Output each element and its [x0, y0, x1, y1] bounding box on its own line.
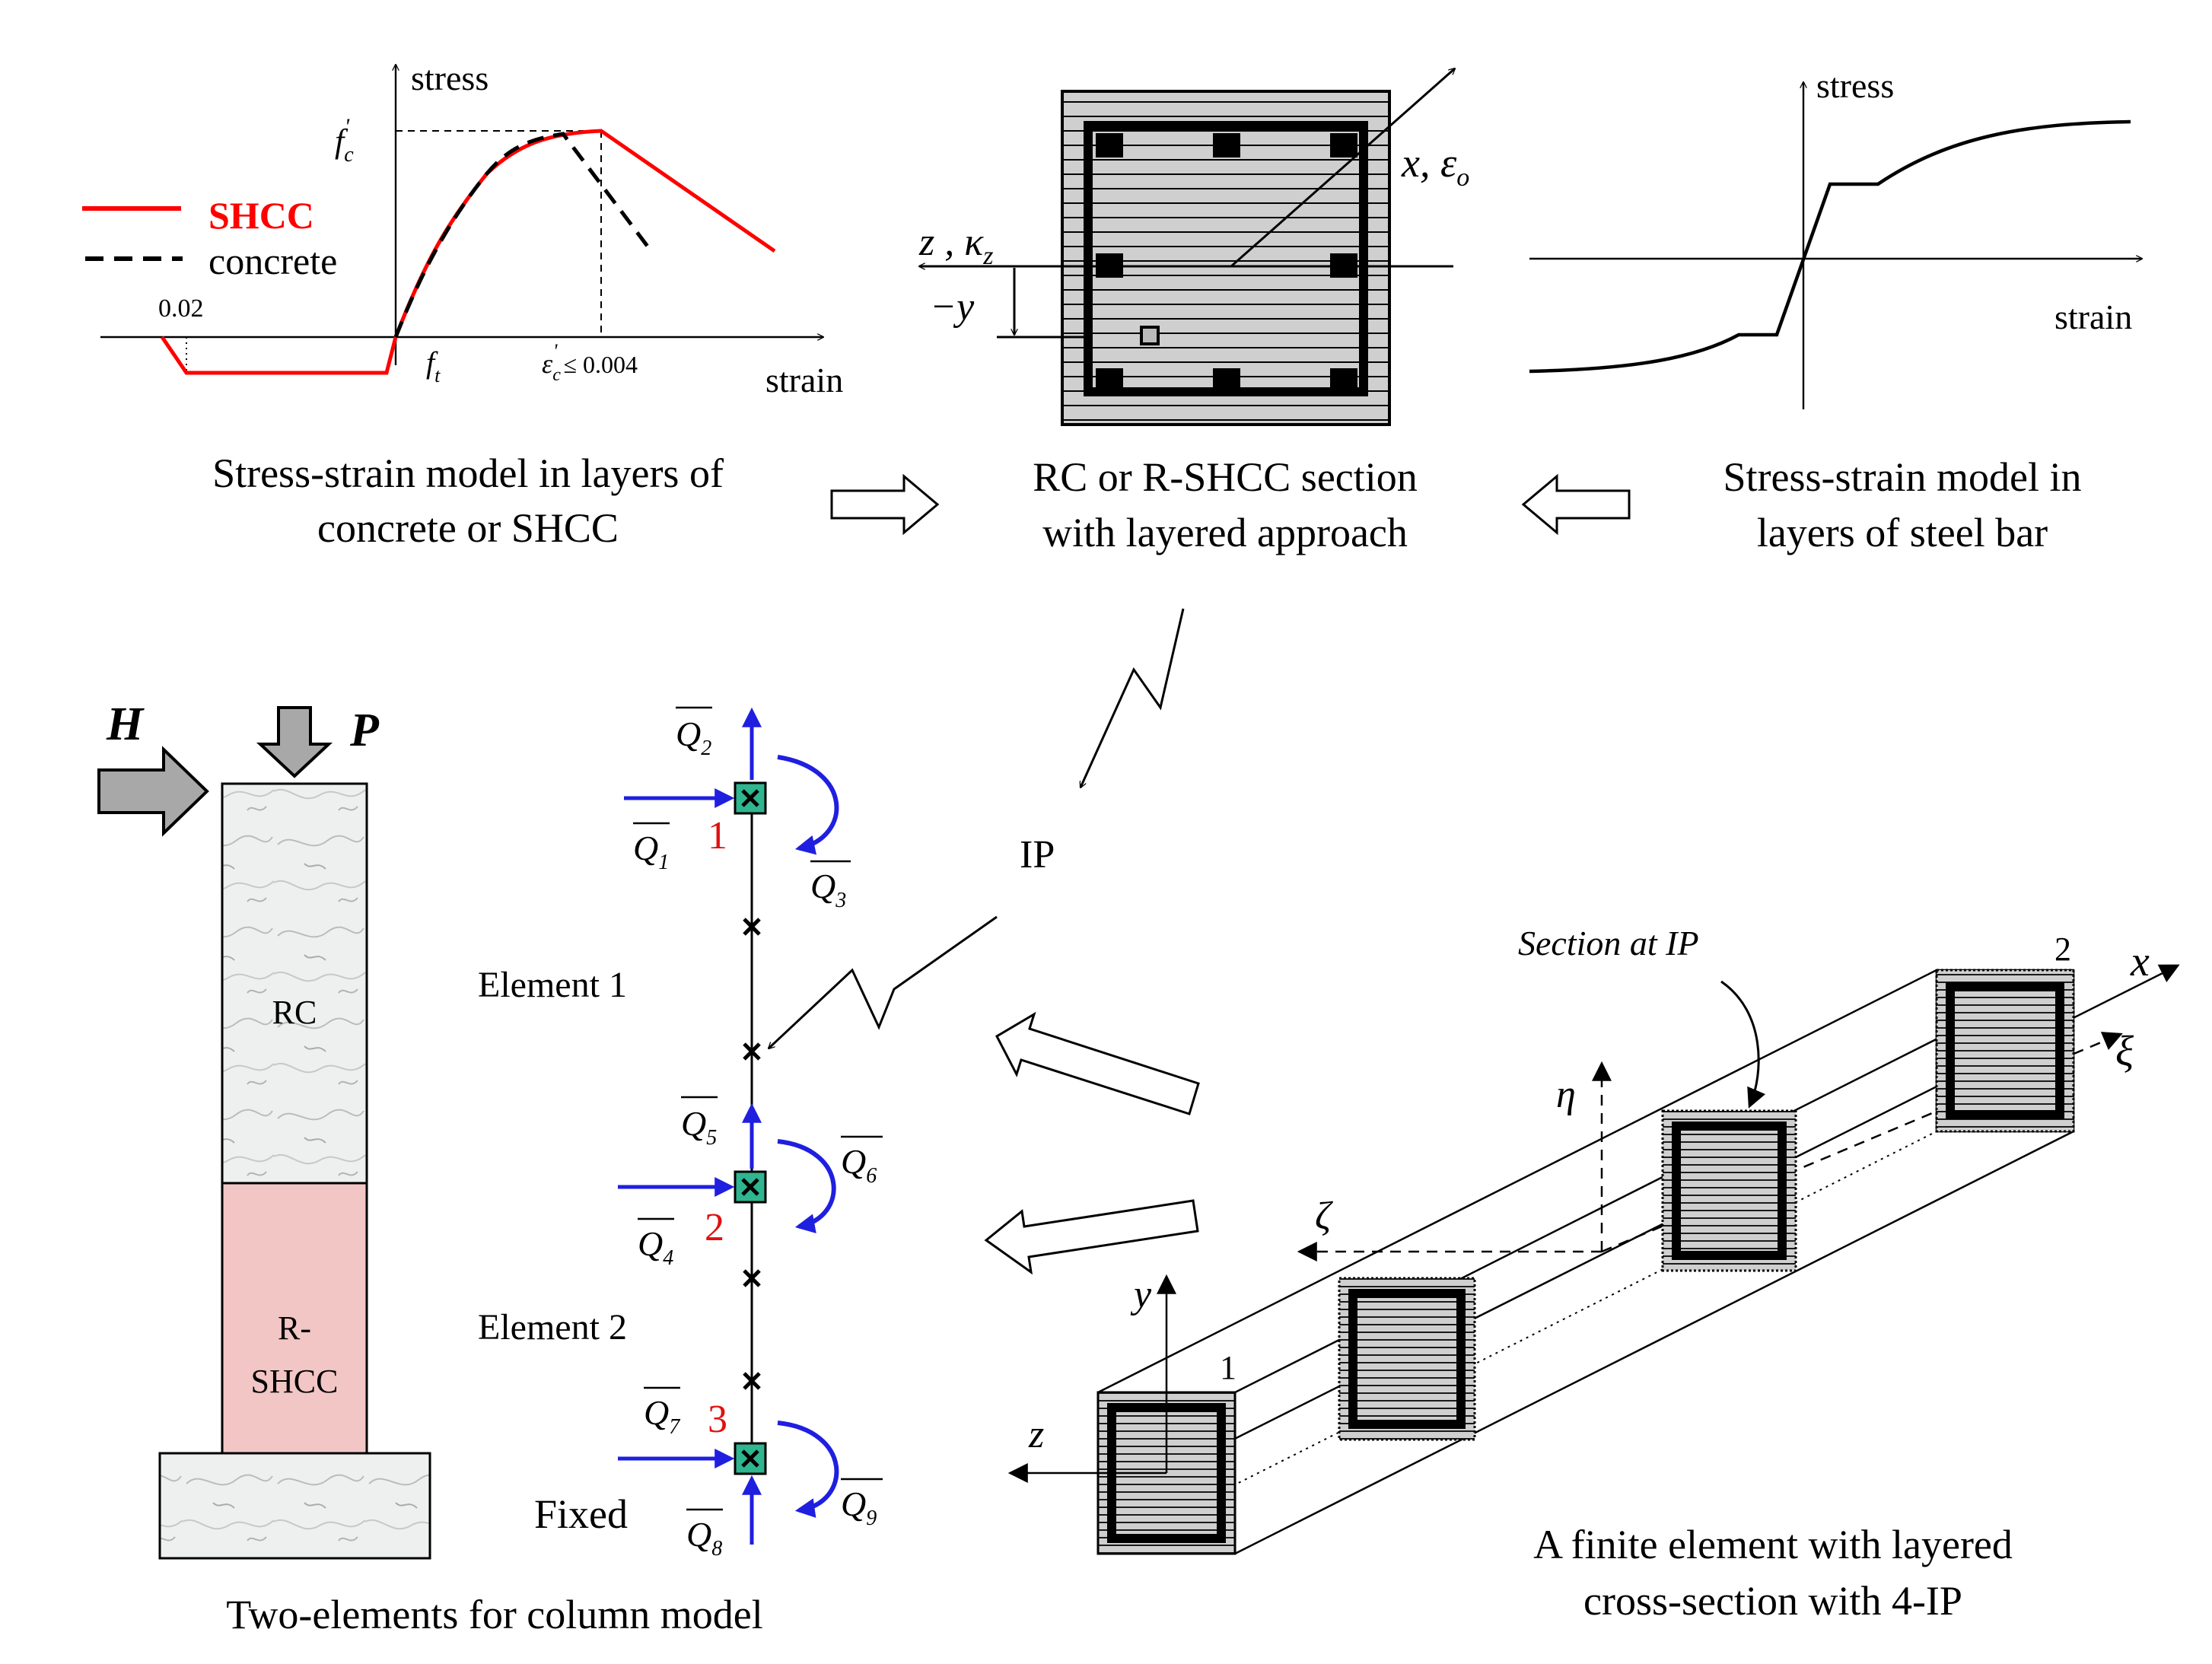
ip-to-element-squiggle	[769, 915, 998, 1048]
rc-label: RC	[272, 994, 317, 1031]
end-1-label: 1	[1220, 1349, 1236, 1386]
eta-label: η	[1556, 1073, 1576, 1116]
element-1-label: Element 1	[478, 965, 627, 1005]
caption-column: Two-elements for column model	[226, 1592, 763, 1637]
section-x-axis	[1230, 68, 1455, 268]
minus-y-label: −y	[930, 285, 975, 329]
steel-strain-label: strain	[2054, 297, 2132, 336]
section-at-ip-label: Section at IP	[1518, 924, 1699, 962]
steel-curve	[1529, 119, 2131, 374]
section-at-ip-pointer	[1720, 980, 1766, 1109]
tension-strain-label: 0.02	[158, 294, 204, 323]
q3-arrow	[777, 755, 839, 855]
q7-label: Q7	[644, 1393, 680, 1439]
rshcc-label-line2: SHCC	[251, 1363, 339, 1400]
finite-element-prism: Section at IP 1 2 x ξ η ζ y z A finite e…	[1007, 924, 2180, 1624]
q6-label: Q6	[841, 1142, 877, 1188]
ip-section-2	[1338, 1277, 1476, 1441]
legend-shcc-label: SHCC	[208, 194, 314, 237]
strain-label: strain	[765, 361, 843, 399]
stress-label: stress	[411, 59, 489, 97]
q5-label: Q5	[681, 1104, 717, 1150]
caption-fe-line2: cross-section with 4-IP	[1583, 1578, 1962, 1624]
steel-stress-strain-graph: stress strain Stress-strain model in lay…	[1529, 66, 2142, 555]
concrete-curve	[393, 132, 650, 338]
h-label: H	[106, 698, 145, 750]
caption-concrete-line2: concrete or SHCC	[317, 505, 619, 551]
x-label: x	[2130, 938, 2150, 985]
column-footing	[158, 1452, 431, 1560]
column-model: H P RC R- SHCC Two-elements for column m…	[97, 698, 763, 1637]
node-1-label: 1	[708, 814, 727, 857]
legend-concrete-label: concrete	[208, 240, 337, 282]
x-eo-label: x, εo	[1401, 140, 1469, 192]
rebar-bl	[1096, 368, 1123, 393]
fe-to-model-arrow-2	[984, 1199, 1199, 1275]
ec-label: εc'≤ 0.004	[542, 340, 638, 385]
h-load-arrow	[97, 746, 209, 837]
z-label: z	[1028, 1413, 1044, 1456]
flow-arrow-left	[1521, 473, 1631, 536]
y-label: y	[1130, 1273, 1152, 1316]
node-2-label: 2	[705, 1206, 724, 1249]
ft-label: ft	[426, 345, 441, 387]
q3-label: Q3	[810, 867, 846, 912]
zeta-label: ζ	[1315, 1195, 1333, 1238]
flow-arrow-right	[830, 473, 940, 536]
element-2-label: Element 2	[478, 1307, 627, 1347]
rebar-tl	[1096, 133, 1123, 157]
caption-section-line2: with layered approach	[1042, 510, 1408, 555]
two-element-model: Q1 Q2 Q3 Q4 Q5 Q6 Q7 Q8 Q9 1 2 3 Element…	[478, 706, 883, 1561]
caption-fe-line1: A finite element with layered	[1533, 1522, 2013, 1567]
rebar-bm	[1213, 368, 1240, 393]
p-load-arrow	[256, 706, 333, 778]
ip-markers	[743, 918, 761, 1390]
z-kz-label: z , κz	[918, 221, 993, 270]
concrete-shcc-stress-strain-graph: stress strain fc' ft εc'≤ 0.004 0.02 SHC…	[82, 59, 843, 551]
ip-section-3	[1661, 1109, 1797, 1272]
caption-section-line1: RC or R-SHCC section	[1033, 454, 1418, 500]
q9-arrow	[777, 1421, 839, 1518]
fe-to-model-arrow-1	[995, 1011, 1200, 1115]
end-2-label: 2	[2054, 931, 2071, 968]
ip-label: IP	[1020, 833, 1055, 877]
q6-arrow	[777, 1139, 836, 1233]
rebar-br	[1330, 368, 1357, 393]
q8-label: Q8	[686, 1515, 722, 1561]
fc-label: fc'	[335, 114, 354, 167]
rshcc-label-line1: R-	[278, 1309, 311, 1347]
layer-marker	[1140, 326, 1160, 345]
fixed-label: Fixed	[534, 1491, 628, 1537]
section-to-ip-squiggle	[1081, 608, 1185, 787]
caption-steel-line2: layers of steel bar	[1757, 510, 2048, 555]
q9-label: Q9	[841, 1484, 877, 1530]
caption-steel-line1: Stress-strain model in	[1723, 454, 2082, 500]
node-3-label: 3	[708, 1398, 727, 1441]
caption-concrete-line1: Stress-strain model in layers of	[212, 450, 724, 496]
xi-label: ξ	[2115, 1028, 2134, 1075]
rebar-tr	[1330, 133, 1357, 157]
p-label: P	[349, 705, 380, 756]
q1-label: Q1	[633, 829, 669, 874]
column-rshcc-part	[221, 1182, 368, 1455]
q4-label: Q4	[638, 1224, 673, 1270]
steel-stress-label: stress	[1816, 66, 1894, 105]
ip-section-4	[1935, 969, 2075, 1133]
layered-section-diagram: x, εo z , κz −y RC or R-SHCC section wit…	[918, 68, 1469, 555]
column-rc-part	[221, 782, 368, 1185]
rebar-tm	[1213, 133, 1240, 157]
q2-label: Q2	[676, 714, 711, 760]
